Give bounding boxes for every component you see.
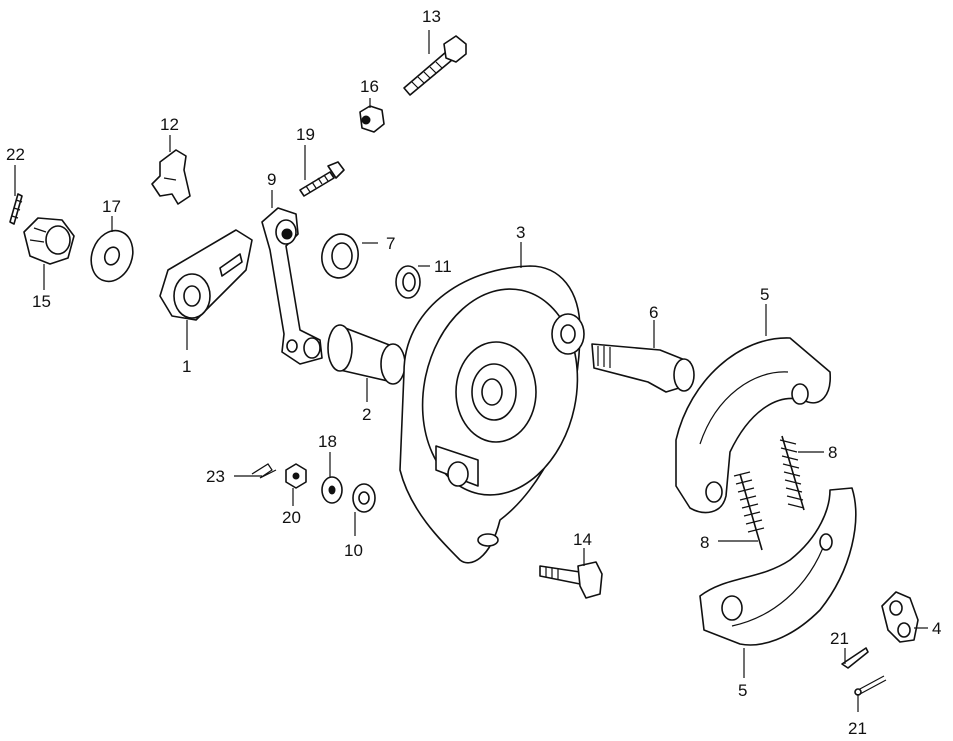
callout-21-lower: 21 — [848, 719, 867, 738]
callout-2: 2 — [362, 405, 371, 424]
part-5-upper-brake-shoe — [675, 337, 831, 514]
part-21-cotter-pin-b — [854, 675, 887, 696]
callout-5-lower: 5 — [738, 681, 747, 700]
part-11-ring — [395, 265, 421, 299]
callout-8-lower: 8 — [700, 533, 709, 552]
callout-18: 18 — [318, 432, 337, 451]
callout-6: 6 — [649, 303, 658, 322]
callout-11: 11 — [434, 257, 452, 276]
callout-19: 19 — [296, 125, 315, 144]
callout-23: 23 — [206, 467, 225, 486]
part-3-brake-panel — [399, 265, 585, 564]
callout-16: 16 — [360, 77, 379, 96]
part-12-bracket — [151, 149, 191, 205]
leader-lines — [14, 30, 928, 712]
callout-14: 14 — [573, 530, 592, 549]
part-15-castle-nut — [23, 217, 75, 265]
part-1-brake-arm — [159, 229, 253, 321]
part-13-bolt — [403, 35, 467, 96]
callout-13: 13 — [422, 7, 441, 26]
callout-10: 10 — [344, 541, 363, 560]
part-18-washer — [321, 476, 343, 504]
part-23-clip — [251, 463, 277, 479]
part-14-pin — [539, 561, 603, 599]
callout-15: 15 — [32, 292, 51, 311]
part-8-spring-upper — [779, 435, 805, 511]
callout-9: 9 — [267, 170, 276, 189]
callout-4: 4 — [932, 619, 941, 638]
part-8-spring-lower — [733, 471, 765, 551]
part-21-cotter-pin-a — [841, 647, 869, 669]
callout-12: 12 — [160, 115, 179, 134]
part-17-washer — [90, 229, 134, 283]
callout-20: 20 — [282, 508, 301, 527]
part-4-plate — [881, 591, 919, 643]
part-19-bolt — [299, 161, 345, 197]
callout-3: 3 — [516, 223, 525, 242]
callout-21-upper: 21 — [830, 629, 849, 648]
part-22-pin — [9, 193, 23, 225]
part-9-link-arm — [261, 207, 323, 365]
part-20-nut — [285, 463, 307, 489]
part-6-cam-shaft — [591, 343, 695, 393]
part-2-collar — [327, 324, 406, 385]
callout-17: 17 — [102, 197, 121, 216]
callout-1: 1 — [182, 357, 191, 376]
part-10-lock-washer — [352, 483, 376, 513]
callout-5-upper: 5 — [760, 285, 769, 304]
callout-22: 22 — [6, 145, 25, 164]
part-7-seal — [321, 233, 359, 279]
callout-7: 7 — [386, 234, 395, 253]
callout-labels: 13 16 19 12 22 9 17 3 7 11 15 5 6 1 2 18… — [6, 7, 941, 738]
callout-8-upper: 8 — [828, 443, 837, 462]
part-16-nut — [359, 105, 385, 133]
part-5-lower-brake-shoe — [699, 487, 857, 646]
